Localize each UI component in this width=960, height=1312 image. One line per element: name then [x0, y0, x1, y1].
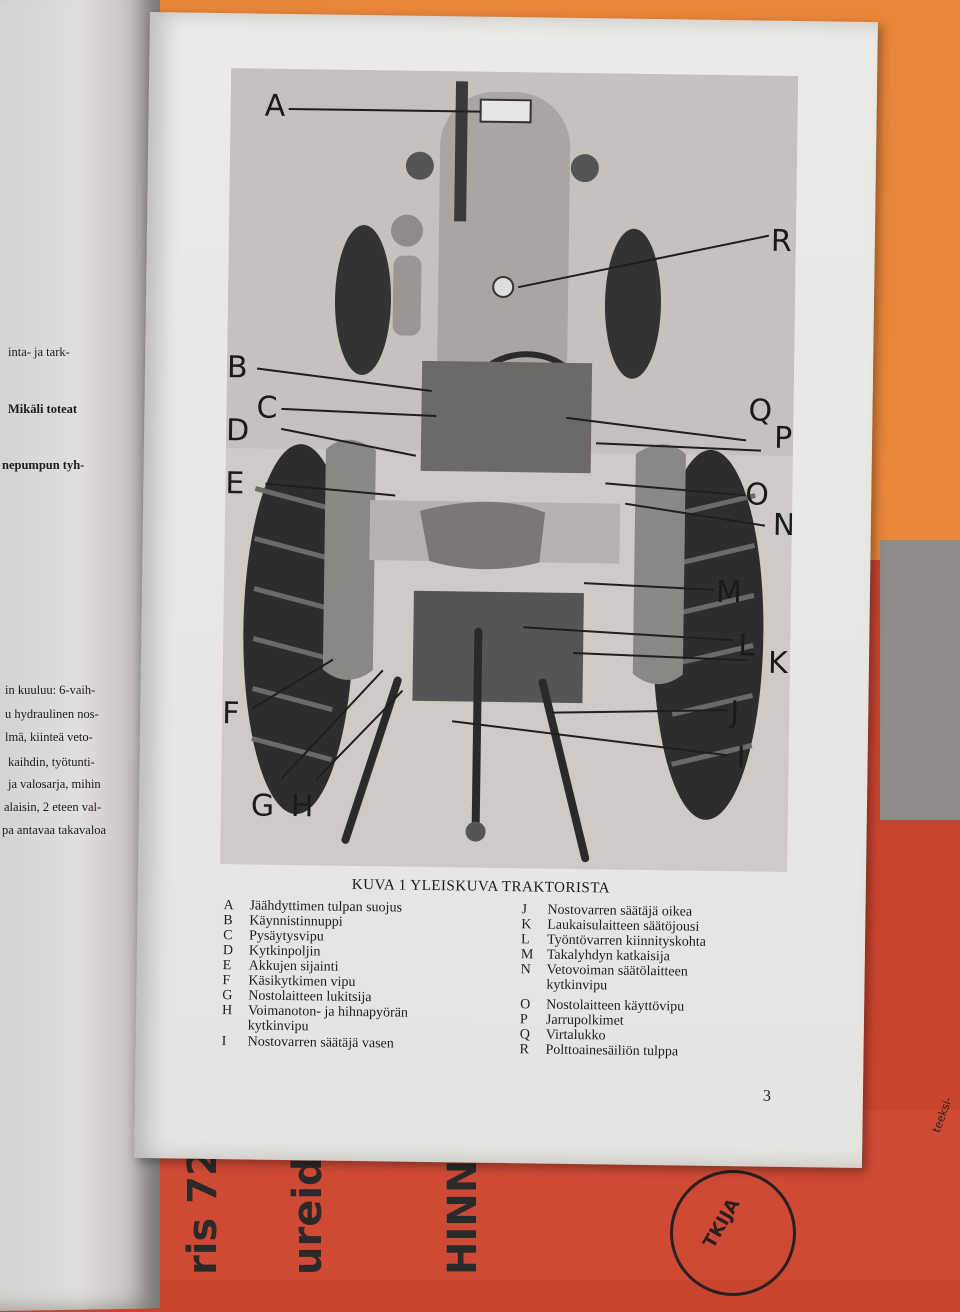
callout-label: M [715, 574, 743, 611]
stamp-logo: TKIJA [670, 1170, 796, 1296]
right-page: A R B C D E F G H I J K L M N O P Q KUVA… [133, 12, 878, 1169]
grey-book-background [880, 540, 960, 820]
left-line: inta- ja tark- [8, 345, 70, 359]
left-line: nepumpun tyh- [2, 458, 85, 472]
callout-label: K [767, 645, 788, 681]
callout-label: F [221, 696, 240, 732]
callout-label: L [737, 628, 756, 664]
spine-text-1: ris 72 [180, 1148, 226, 1275]
callout-label: N [772, 507, 796, 544]
left-line: alaisin, 2 eteen val- [4, 800, 102, 814]
callout-label: R [770, 223, 792, 259]
tractor-illustration [220, 68, 799, 872]
page-number: 3 [762, 1087, 772, 1105]
tractor-photo: A R B C D E F G H I J K L M N O P Q [220, 68, 799, 872]
callout-label: H [290, 789, 314, 825]
spine-text-3: HINN [440, 1159, 486, 1275]
callout-label: A [264, 88, 286, 124]
left-line: Mikäli toteat [8, 402, 78, 416]
callout-label: Q [748, 393, 773, 429]
callout-leaders [251, 107, 770, 781]
left-line: kaihdin, työtunti- [8, 755, 95, 769]
callout-label: P [773, 420, 793, 457]
callout-label: E [225, 466, 245, 502]
left-line: pa antavaa takavaloa [2, 823, 107, 837]
left-line: u hydraulinen nos- [5, 707, 99, 721]
callout-label: G [250, 788, 275, 824]
callout-label: B [226, 350, 248, 386]
callout-label: C [256, 390, 278, 426]
callout-label: I [736, 740, 746, 776]
left-line: in kuuluu: 6-vaih- [5, 683, 96, 697]
callout-label: D [225, 413, 250, 449]
left-line: ja valosarja, mihin [8, 777, 101, 791]
figure-caption: KUVA 1 YLEISKUVA TRAKTORISTA [351, 876, 611, 897]
callout-label: O [745, 477, 770, 513]
callout-label: J [730, 695, 740, 731]
left-line: lmä, kiinteä veto- [5, 730, 93, 744]
